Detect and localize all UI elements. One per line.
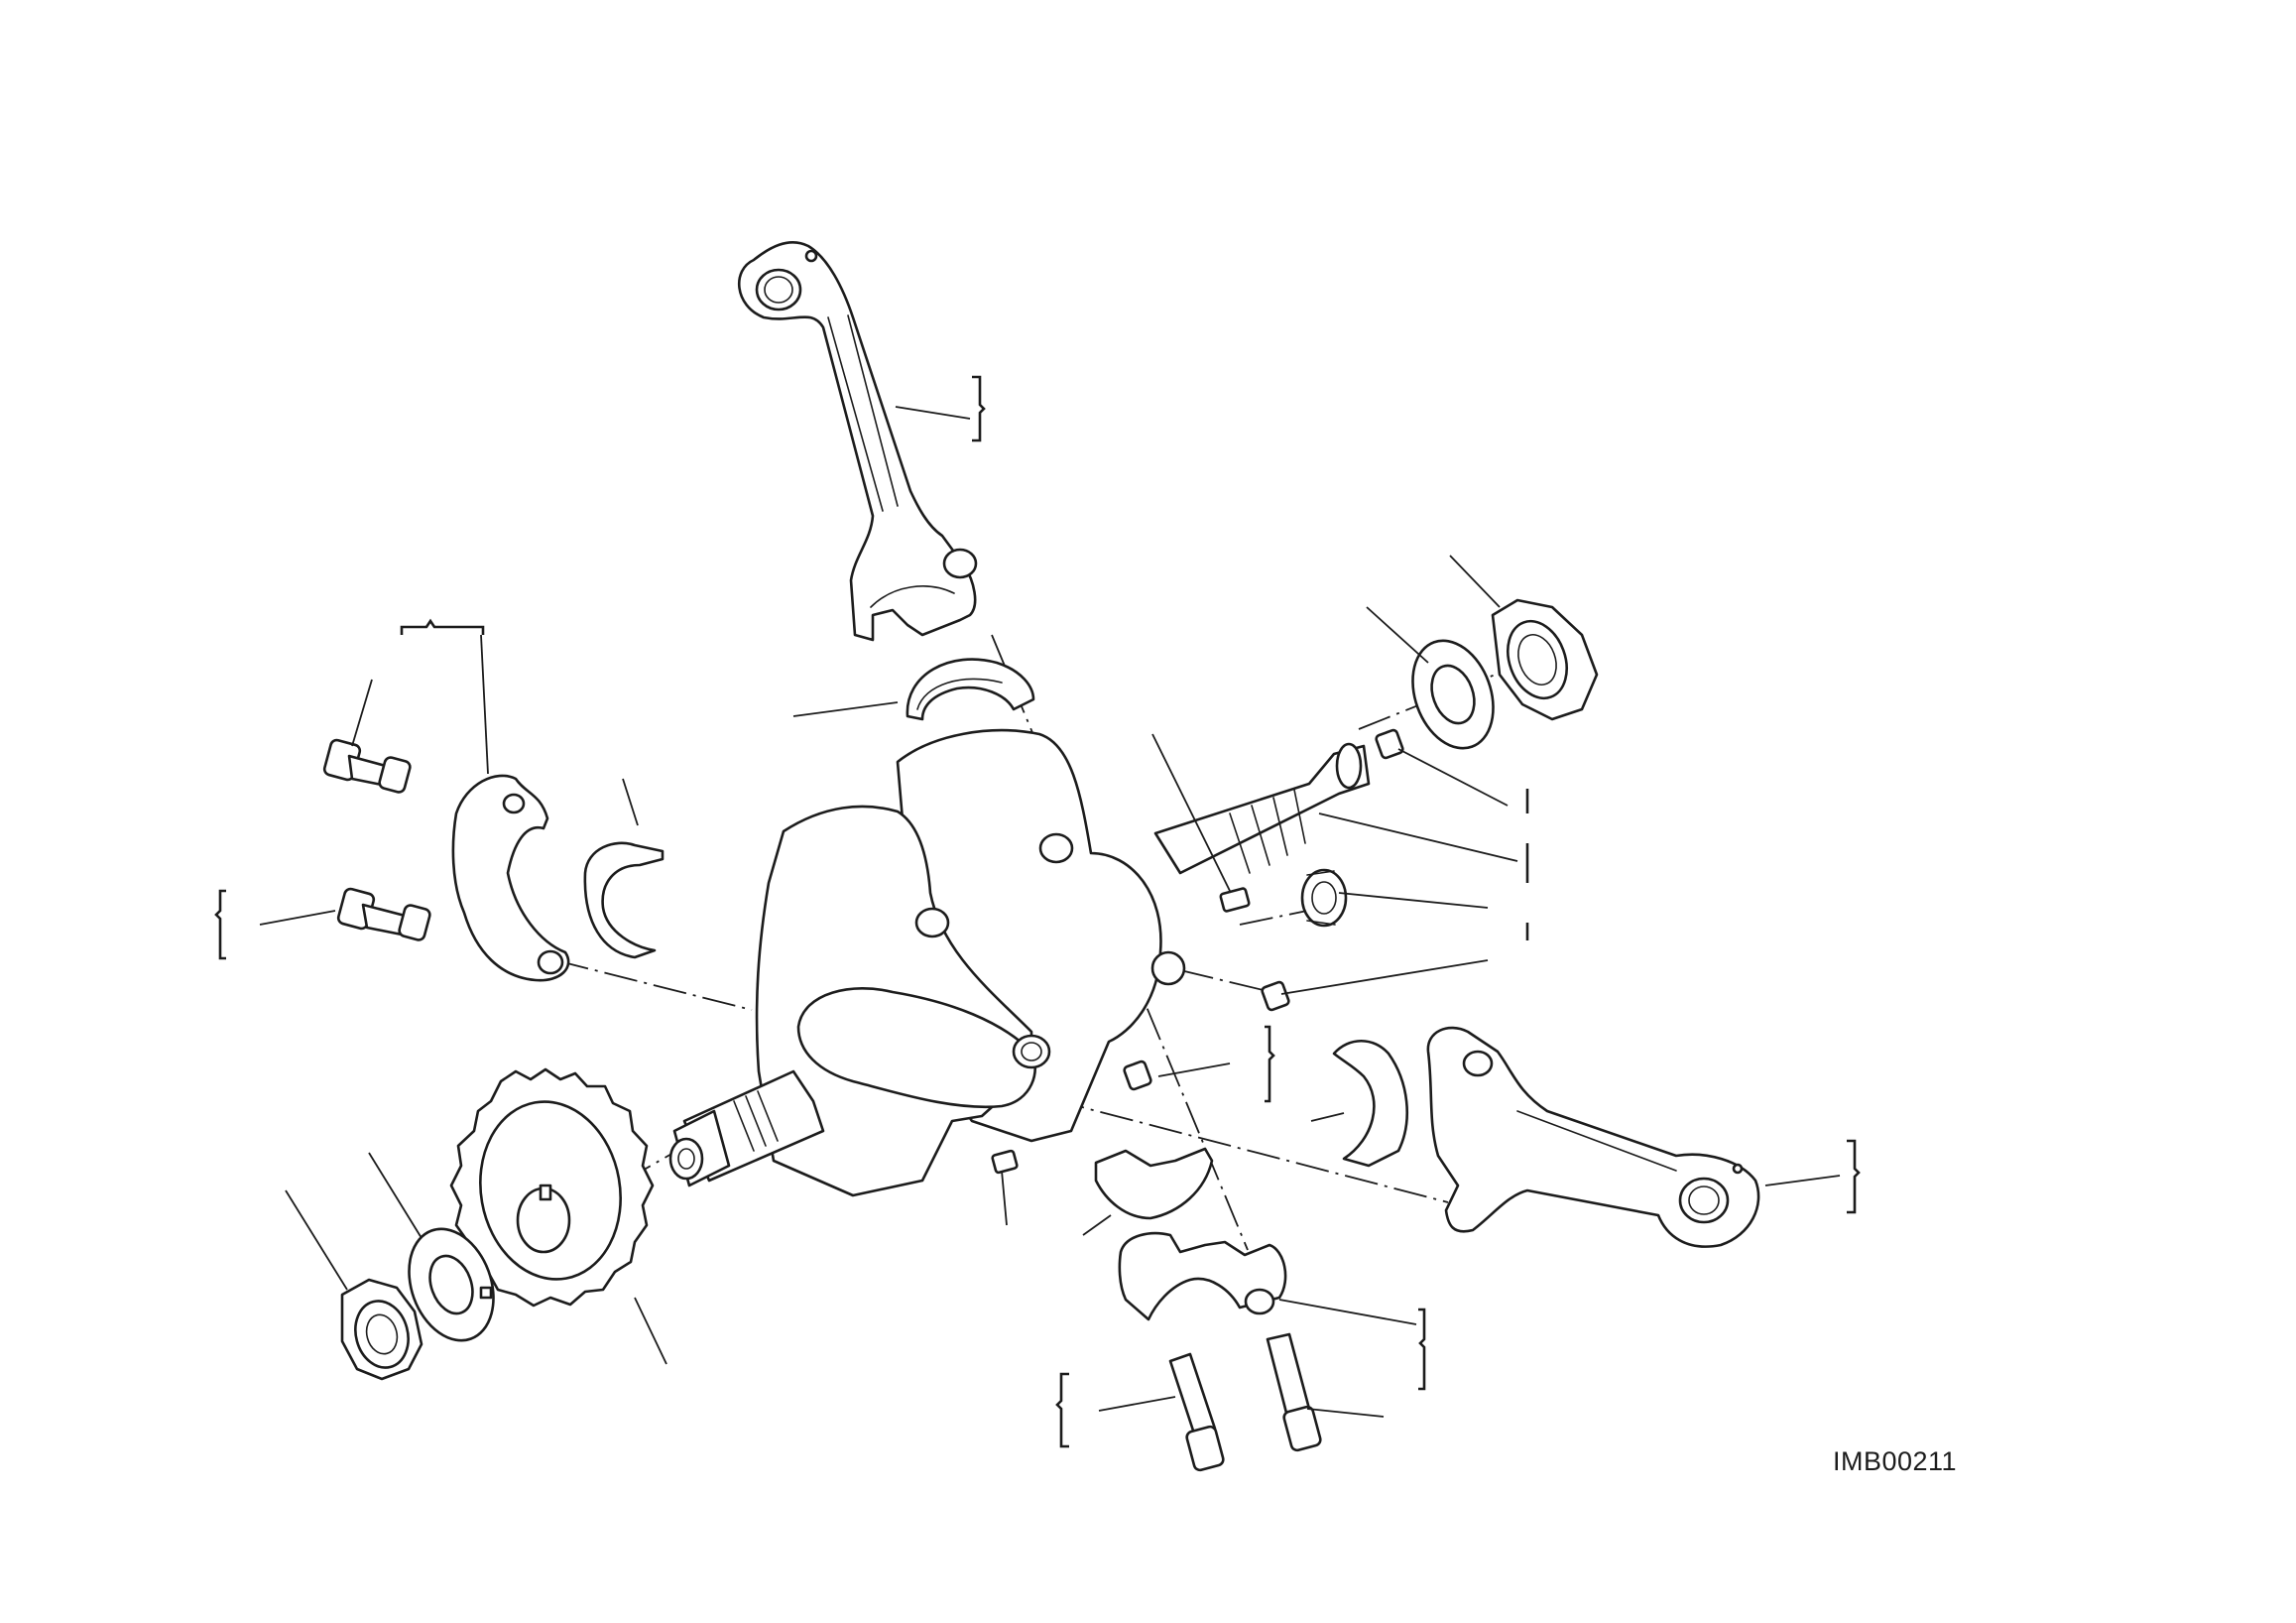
- diagram-reference-code: IMB00211: [1833, 1446, 1958, 1476]
- connecting-rod-cap-lower: [1118, 1231, 1287, 1321]
- timing-gear: [449, 1067, 655, 1308]
- flywheel-nut: [1491, 598, 1599, 721]
- bearing-shell-right: [1332, 1040, 1408, 1168]
- washer-right: [1411, 639, 1495, 750]
- leader-lines: [259, 406, 1841, 1418]
- connecting-rod-right: [1426, 1026, 1760, 1248]
- oil-plug-middle: [1261, 980, 1290, 1012]
- oil-plug-left: [1123, 1060, 1152, 1091]
- axis-key: [1239, 910, 1308, 926]
- lock-nut: [340, 1278, 423, 1381]
- crankshaft: [668, 728, 1371, 1197]
- rod-bolt-lower-left: [1168, 1352, 1225, 1472]
- axis-right-rod: [1050, 1098, 1449, 1203]
- axis-left-cap: [554, 959, 753, 1011]
- connecting-rod-upper: [738, 241, 978, 642]
- woodruff-key-upper: [1219, 887, 1251, 913]
- bearing-shell-left: [583, 841, 665, 959]
- bearing-shell-lower: [1094, 1147, 1214, 1220]
- bearing-shell-upper: [906, 658, 1035, 721]
- rod-bolt-left-lower: [336, 887, 431, 941]
- connecting-rod-cap-left: [451, 774, 570, 982]
- roller-bushing: [1300, 868, 1348, 928]
- tab-washer: [408, 1227, 495, 1342]
- rod-bolt-left-upper: [322, 738, 412, 794]
- rod-bolt-lower-right: [1266, 1332, 1322, 1452]
- woodruff-key-lower: [991, 1149, 1019, 1175]
- grouping-braces: [214, 375, 1861, 1448]
- axis-plug: [1179, 969, 1272, 993]
- oil-plug-right: [1375, 728, 1404, 760]
